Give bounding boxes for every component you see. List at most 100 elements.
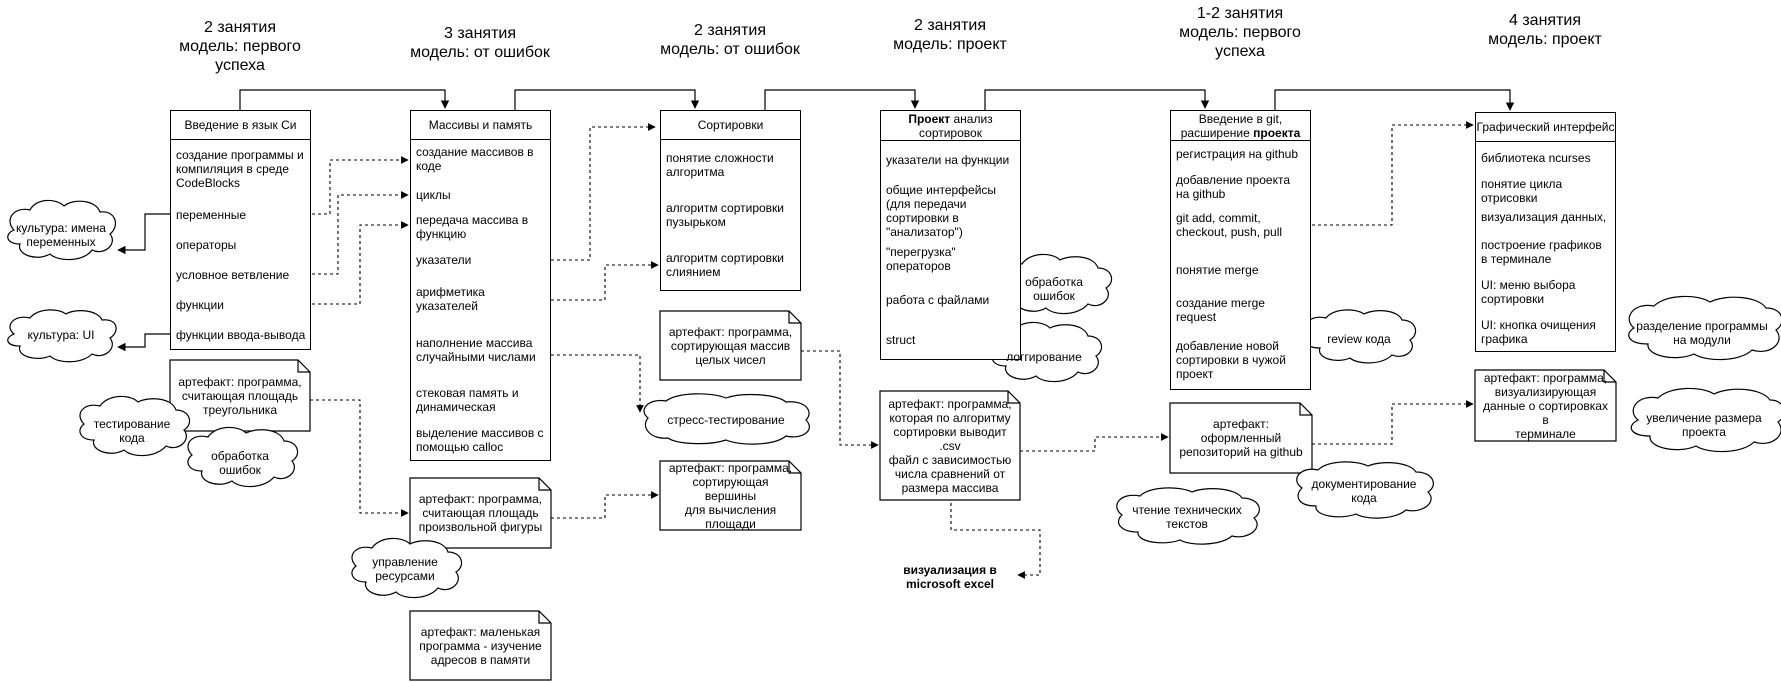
topic-item: регистрация на github bbox=[1176, 147, 1299, 161]
topic-item: алгоритм сортировки слиянием bbox=[666, 251, 785, 279]
topic-item: struct bbox=[886, 333, 916, 347]
excel-visualization-label: визуализация в microsoft excel bbox=[903, 563, 997, 591]
artifact-a5-shape bbox=[659, 460, 802, 531]
cloud-k4-shape bbox=[187, 426, 299, 488]
topic-gui: Графический интерфейс библиотека ncurses… bbox=[1475, 112, 1616, 352]
git-title-rest: Введение в git, расширение bbox=[1180, 111, 1283, 140]
flow-sort-to-project bbox=[764, 89, 920, 110]
topic-item: указатели на функции bbox=[886, 153, 1010, 167]
cloud-logging: логгирование bbox=[1006, 350, 1082, 364]
topic-item: переменные bbox=[176, 208, 246, 222]
topic-item: UI: кнопка очищения графика bbox=[1481, 318, 1596, 346]
topic-item: создание программы и компиляция в среде … bbox=[176, 148, 304, 190]
cloud-k6-shape bbox=[643, 393, 810, 445]
dash-vars-to-create bbox=[312, 156, 409, 215]
header-c: 2 занятия модель: первого успеха bbox=[179, 19, 301, 74]
dash-arith-to-merge bbox=[551, 261, 659, 301]
cloud-k9-shape bbox=[1305, 309, 1417, 364]
dash-func-to-pass bbox=[312, 221, 409, 305]
topic-c-title: Введение в язык Си bbox=[171, 111, 310, 140]
git-title-bold: проекта bbox=[1253, 125, 1301, 140]
header-git: 1-2 занятия модель: первого успеха bbox=[1179, 5, 1301, 60]
artifact-a6-shape bbox=[879, 390, 1021, 501]
topic-item: создание массивов в коде bbox=[416, 145, 534, 173]
flow-c-to-arrays bbox=[239, 89, 450, 110]
dash-a4-to-a6 bbox=[801, 350, 879, 449]
topic-item: операторы bbox=[176, 238, 237, 252]
topic-item: указатели bbox=[416, 253, 472, 267]
cloud-k10-shape bbox=[1116, 487, 1260, 545]
dash-ptr-to-sort bbox=[551, 123, 656, 261]
topic-git: Введение в git, расширение проекта регис… bbox=[1170, 110, 1311, 390]
artifact-a7-shape bbox=[1169, 402, 1313, 474]
artifact-a2-shape bbox=[409, 477, 552, 549]
cloud-k12-shape bbox=[1628, 295, 1781, 361]
topic-item: понятие сложности алгоритма bbox=[666, 151, 774, 179]
arrow-to-culture-names bbox=[117, 213, 170, 255]
topic-item: наполнение массива случайными числами bbox=[416, 336, 536, 364]
artifact-sort-int-array: артефакт: программа, сортирующая массив … bbox=[668, 324, 793, 367]
cloud-stress-testing: стресс-тестирование bbox=[667, 413, 785, 427]
topic-item: стековая память и динамическая bbox=[416, 386, 519, 414]
dash-a6-to-a7 bbox=[1020, 433, 1169, 452]
artifact-a8-shape bbox=[1474, 369, 1617, 442]
cloud-k3-shape bbox=[79, 395, 191, 457]
cloud-k2-shape bbox=[7, 309, 117, 363]
dash-git-to-gui bbox=[1312, 121, 1474, 226]
topic-item: добавление новой сортировки в чужой прое… bbox=[1176, 339, 1286, 381]
cloud-error-handling-1: обработка ошибок bbox=[211, 449, 269, 477]
topic-item: арифметика указателей bbox=[416, 285, 485, 313]
cloud-project-scaling: увеличение размера проекта bbox=[1646, 411, 1762, 439]
topic-item: функции bbox=[176, 298, 224, 312]
project-title-rest: анализ сортировок bbox=[919, 111, 993, 140]
cloud-reading-tech-texts: чтение технических текстов bbox=[1132, 503, 1242, 531]
topic-item: визуализация данных, bbox=[1481, 210, 1607, 224]
cloud-error-handling-2: обработка ошибок bbox=[1025, 275, 1083, 303]
topic-sorting: Сортировки понятие сложности алгоритма а… bbox=[660, 110, 801, 291]
dash-a1-to-a2 bbox=[310, 399, 409, 517]
topic-item: понятие merge bbox=[1176, 263, 1259, 277]
topic-item: циклы bbox=[416, 188, 451, 202]
topic-item: передача массива в функцию bbox=[416, 213, 529, 241]
topic-item: алгоритм сортировки пузырьком bbox=[666, 201, 785, 229]
cloud-modularization: разделение программы на модули bbox=[1636, 319, 1768, 347]
topic-item: работа с файлами bbox=[886, 293, 990, 307]
header-sort: 2 занятия модель: от ошибок bbox=[660, 22, 800, 58]
dash-a6-to-excel bbox=[950, 497, 1041, 579]
dash-a2-to-a5 bbox=[551, 491, 659, 519]
flow-arrays-to-sort bbox=[514, 89, 700, 110]
cloud-testing: тестирование кода bbox=[93, 417, 171, 445]
project-title-bold: Проект bbox=[908, 111, 951, 126]
cloud-k11-shape bbox=[1296, 461, 1434, 519]
artifact-memory-addresses: артефакт: маленькая программа - изучение… bbox=[419, 624, 542, 667]
topic-arrays-title: Массивы и память bbox=[411, 111, 550, 140]
topic-git-title: Введение в git, расширение проекта bbox=[1171, 111, 1310, 141]
header-gui: 4 занятия модель: проект bbox=[1488, 12, 1602, 48]
topic-item: условное ветвление bbox=[176, 268, 290, 282]
artifact-triangle-area: артефакт: программа, считающая площадь т… bbox=[178, 374, 302, 417]
cloud-code-review: review кода bbox=[1327, 332, 1391, 346]
topic-item: "перегрузка" операторов bbox=[886, 245, 956, 273]
artifact-arbitrary-shape-area: артефакт: программа, считающая площадь п… bbox=[418, 492, 543, 534]
artifact-terminal-visualization: артефакт: программа, визуализирующая дан… bbox=[1483, 370, 1608, 441]
artifact-github-repo: артефакт: оформленный репозиторий на git… bbox=[1179, 417, 1303, 459]
cloud-code-documentation: документирование кода bbox=[1311, 477, 1417, 505]
cloud-culture-names: культура: имена переменных bbox=[16, 221, 106, 249]
topic-item: общие интерфейсы (для передачи сортировк… bbox=[886, 183, 997, 239]
cloud-culture-ui: культура: UI bbox=[27, 328, 95, 342]
topic-item: создание merge request bbox=[1176, 296, 1265, 324]
topic-sorting-title: Сортировки bbox=[661, 111, 800, 140]
header-project: 2 занятия модель: проект bbox=[893, 17, 1007, 53]
dash-fill-to-stress bbox=[551, 354, 644, 413]
dash-a7-to-a8 bbox=[1312, 400, 1474, 445]
topic-project-title: Проект анализ сортировок bbox=[881, 111, 1020, 141]
cloud-resource-management: управление ресурсами bbox=[372, 555, 438, 583]
dash-branch-to-loops bbox=[312, 191, 409, 275]
cloud-k5-shape bbox=[351, 537, 463, 599]
topic-c-intro: Введение в язык Си создание программы и … bbox=[170, 110, 311, 350]
artifact-a4-shape bbox=[659, 310, 802, 381]
flow-git-to-gui bbox=[1274, 89, 1515, 111]
cloud-k1-shape bbox=[7, 199, 117, 261]
topic-item: функции ввода-вывода bbox=[176, 328, 306, 342]
